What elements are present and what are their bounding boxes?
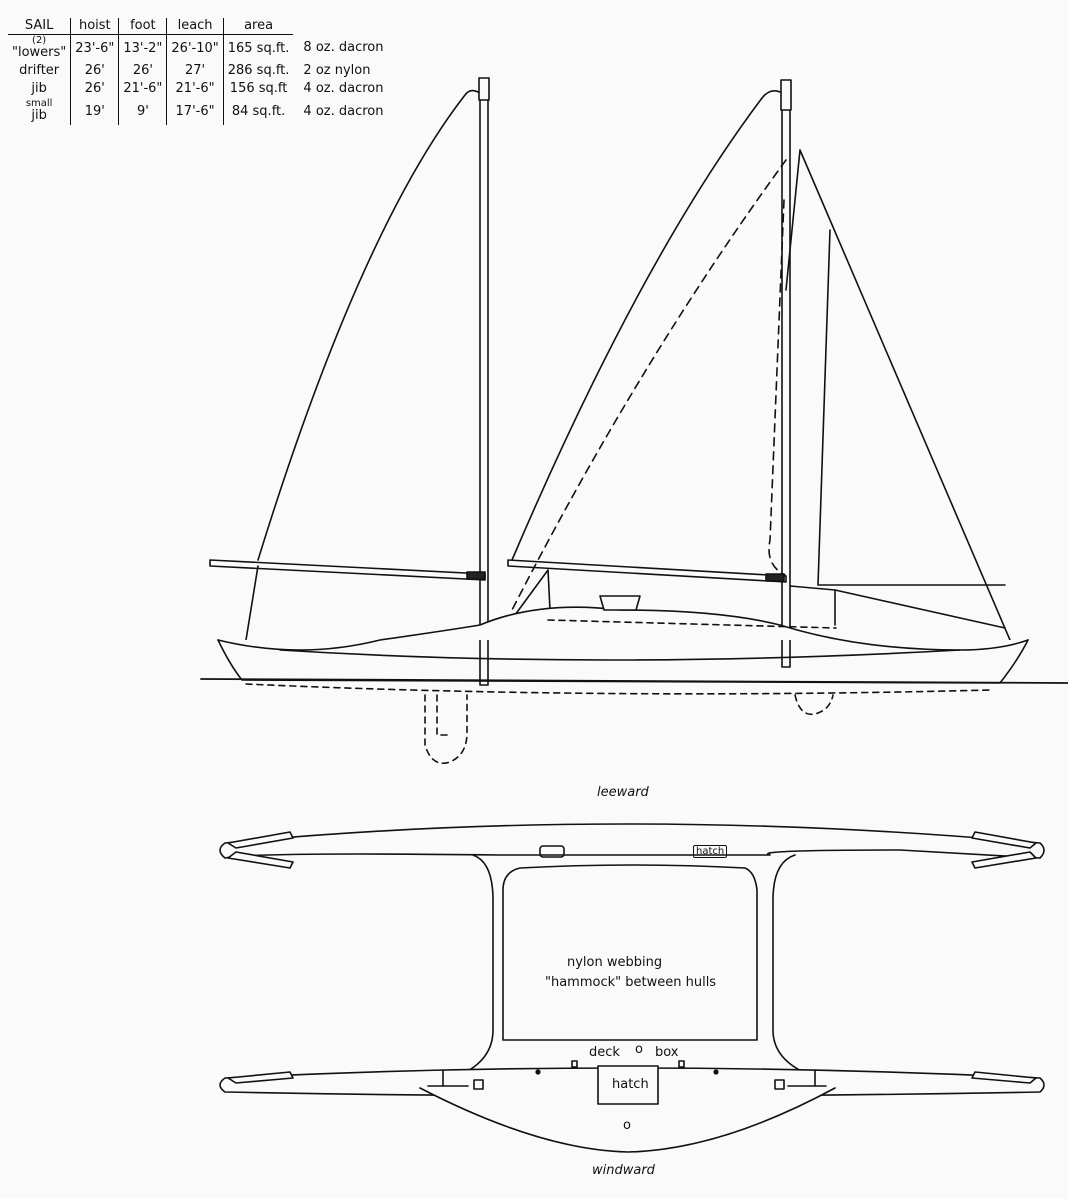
leach-cell: 17'-6"	[166, 98, 224, 125]
deck-o-marker: o	[635, 1042, 643, 1057]
aft-boom	[209, 559, 486, 581]
sail-label: "lowers"	[12, 45, 67, 60]
small-jib-sail	[817, 229, 1006, 586]
sail-note: small	[25, 98, 53, 109]
sail-note: (2)	[32, 35, 47, 46]
foot-cell: 21'-6"	[118, 80, 167, 98]
hull-profile	[217, 585, 1029, 684]
area-cell: 286 sq.ft.	[222, 62, 294, 80]
sail-cell: jib	[8, 80, 71, 98]
sail-label: jib	[31, 81, 47, 96]
hammock-frame	[459, 854, 811, 1076]
leach-cell: 21'-6"	[166, 80, 224, 98]
jib-sail	[785, 149, 1011, 641]
hammock-label-line1: nylon webbing	[567, 955, 663, 970]
area-cell: 165 sq.ft.	[222, 34, 294, 62]
waterline	[200, 678, 1068, 684]
windward-label: windward	[592, 1163, 655, 1178]
material-cell: 2 oz nylon	[303, 63, 371, 78]
underwater-outline	[245, 619, 991, 764]
hoist-cell: 23'-6"	[70, 34, 119, 62]
table-row: (2)"lowers" 23'-6" 13'-2" 26'-10" 165 sq…	[8, 34, 388, 63]
aft-sheet	[245, 565, 259, 641]
material-cell: 4 oz. dacron	[303, 81, 384, 96]
col-header-hoist: hoist	[70, 18, 119, 35]
hoist-cell: 26'	[70, 62, 119, 80]
aft-sail	[257, 89, 479, 561]
staysail	[514, 569, 551, 616]
hatch-label: hatch	[612, 1077, 649, 1092]
area-cell: 156 sq.ft	[222, 80, 294, 98]
leach-cell: 26'-10"	[166, 34, 224, 62]
hoist-cell: 19'	[70, 98, 119, 125]
box-label: box	[655, 1045, 679, 1060]
hoist-cell: 26'	[70, 80, 119, 98]
col-header-leach: leach	[166, 18, 224, 35]
sail-cell: drifter	[8, 62, 71, 80]
sail-cell: (2)"lowers"	[8, 35, 71, 63]
col-header-sail: SAIL	[8, 18, 71, 35]
aft-mast	[478, 77, 490, 686]
fore-mast	[780, 79, 792, 668]
foot-cell: 26'	[118, 62, 167, 80]
leeward-hull-plan	[219, 823, 1045, 869]
sail-label: jib	[31, 108, 47, 123]
leeward-label: leeward	[597, 785, 649, 800]
center-o-marker: o	[623, 1118, 631, 1133]
table-row: drifter 26' 26' 27' 286 sq.ft. 2 oz nylo…	[8, 62, 388, 80]
table-header-row: SAIL hoist foot leach area	[8, 18, 388, 35]
foot-cell: 9'	[118, 98, 167, 125]
drifter-outline	[511, 159, 787, 611]
deck-label: deck	[589, 1045, 620, 1060]
material-cell: 4 oz. dacron	[303, 103, 384, 119]
col-header-area: area	[222, 18, 294, 35]
leach-cell: 27'	[166, 62, 224, 80]
fore-boom	[507, 559, 787, 583]
material-cell: 8 oz. dacron	[303, 40, 384, 56]
table-row: jib 26' 21'-6" 21'-6" 156 sq.ft 4 oz. da…	[8, 80, 388, 98]
foot-cell: 13'-2"	[118, 34, 167, 62]
sail-spec-table: SAIL hoist foot leach area (2)"lowers" 2…	[8, 18, 388, 125]
col-header-foot: foot	[118, 18, 167, 35]
hammock-label-line2: "hammock" between hulls	[545, 975, 717, 990]
windward-hull-plan	[219, 1060, 1045, 1153]
fore-sail	[511, 90, 781, 561]
small-hatch-label: hatch	[693, 845, 728, 858]
sail-label: drifter	[19, 63, 60, 78]
area-cell: 84 sq.ft.	[222, 98, 294, 125]
